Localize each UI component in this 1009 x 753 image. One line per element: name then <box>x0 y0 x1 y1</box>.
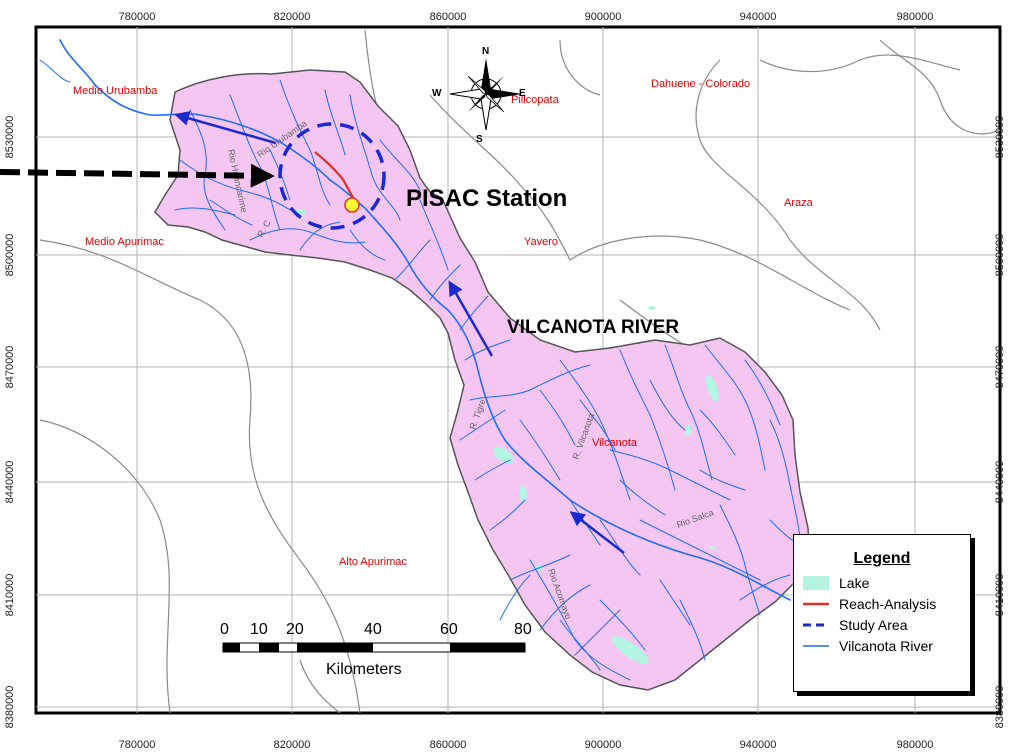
x-tick-label: 820000 <box>274 739 311 751</box>
y-axis-right: 8530000 8500000 8470000 8440000 8410000 … <box>994 116 1006 729</box>
legend-item-river: Vilcanota River <box>794 635 970 656</box>
north-arrow-icon <box>449 58 522 131</box>
y-tick-label: 8440000 <box>994 461 1006 504</box>
legend-box: Legend Lake Reach-Analysis Study Area Vi… <box>793 534 971 692</box>
pisac-station-marker <box>344 197 360 213</box>
flow-arrows <box>174 111 625 554</box>
scale-tick-label: 0 <box>220 621 229 638</box>
callout-arrow <box>0 163 275 188</box>
y-tick-label: 8470000 <box>994 346 1006 389</box>
region-label: Araza <box>784 197 814 209</box>
x-tick-label: 860000 <box>430 739 467 751</box>
scale-unit-label: Kilometers <box>326 661 402 678</box>
x-tick-label: 980000 <box>897 739 934 751</box>
region-label: Pillcopata <box>511 94 560 106</box>
lake-swatch <box>803 575 829 590</box>
x-axis-bottom: 780000 820000 860000 900000 940000 98000… <box>119 739 934 751</box>
compass-e-label: E <box>519 88 526 99</box>
x-tick-label: 780000 <box>119 739 156 751</box>
x-tick-label: 940000 <box>740 11 777 23</box>
x-axis-top: 780000 820000 860000 900000 940000 98000… <box>119 11 934 23</box>
legend-label: Vilcanota River <box>839 637 933 654</box>
compass-s-label: S <box>476 134 483 145</box>
y-tick-label: 8500000 <box>994 234 1006 277</box>
scale-tick-label: 40 <box>364 621 382 638</box>
region-label: Medio Urubamba <box>73 85 158 97</box>
region-label: Vilcanota <box>592 437 638 449</box>
scale-tick-label: 20 <box>286 621 304 638</box>
compass-w-label: W <box>432 88 442 99</box>
region-label: Medio Apurimac <box>85 236 164 248</box>
river-swatch <box>803 644 829 647</box>
x-tick-label: 860000 <box>430 11 467 23</box>
legend-label: Lake <box>839 574 870 591</box>
y-tick-label: 8380000 <box>4 686 16 729</box>
y-tick-label: 8440000 <box>4 461 16 504</box>
legend-item-reach: Reach-Analysis <box>794 593 970 614</box>
y-tick-label: 8380000 <box>994 686 1006 729</box>
x-tick-label: 900000 <box>585 739 622 751</box>
y-tick-label: 8410000 <box>4 574 16 617</box>
reach-swatch <box>803 602 829 605</box>
x-tick-label: 780000 <box>119 11 156 23</box>
scale-tick-label: 10 <box>250 621 268 638</box>
y-tick-label: 8530000 <box>4 116 16 159</box>
vilcanota-river-label: VILCANOTA RIVER <box>507 317 679 338</box>
study-area-circle <box>278 122 386 230</box>
scale-tick-label: 80 <box>514 621 532 638</box>
legend-label: Reach-Analysis <box>839 595 937 612</box>
legend-title: Legend <box>853 550 911 567</box>
legend-label: Study Area <box>839 616 908 633</box>
y-tick-label: 8530000 <box>994 116 1006 159</box>
region-label: Dahuene - Colorado <box>651 78 750 90</box>
y-tick-label: 8500000 <box>4 234 16 277</box>
compass-n-label: N <box>482 46 489 57</box>
legend-item-lake: Lake <box>794 572 970 593</box>
y-tick-label: 8410000 <box>994 574 1006 617</box>
legend-item-study-area: Study Area <box>794 614 970 635</box>
region-label: Yavero <box>524 236 558 248</box>
region-label: Alto Apurimac <box>339 556 407 568</box>
scale-tick-label: 60 <box>440 621 458 638</box>
x-tick-label: 940000 <box>740 739 777 751</box>
reach-analysis-line <box>314 151 357 204</box>
y-axis-left: 8530000 8500000 8470000 8440000 8410000 … <box>4 116 16 729</box>
x-tick-label: 980000 <box>897 11 934 23</box>
scale-bar <box>222 642 526 653</box>
x-tick-label: 900000 <box>585 11 622 23</box>
watershed-boundaries <box>39 29 1000 713</box>
y-tick-label: 8470000 <box>4 346 16 389</box>
study-area-swatch <box>803 623 829 626</box>
pisac-station-label: PISAC Station <box>406 185 567 212</box>
x-tick-label: 820000 <box>274 11 311 23</box>
lakes <box>294 209 719 664</box>
